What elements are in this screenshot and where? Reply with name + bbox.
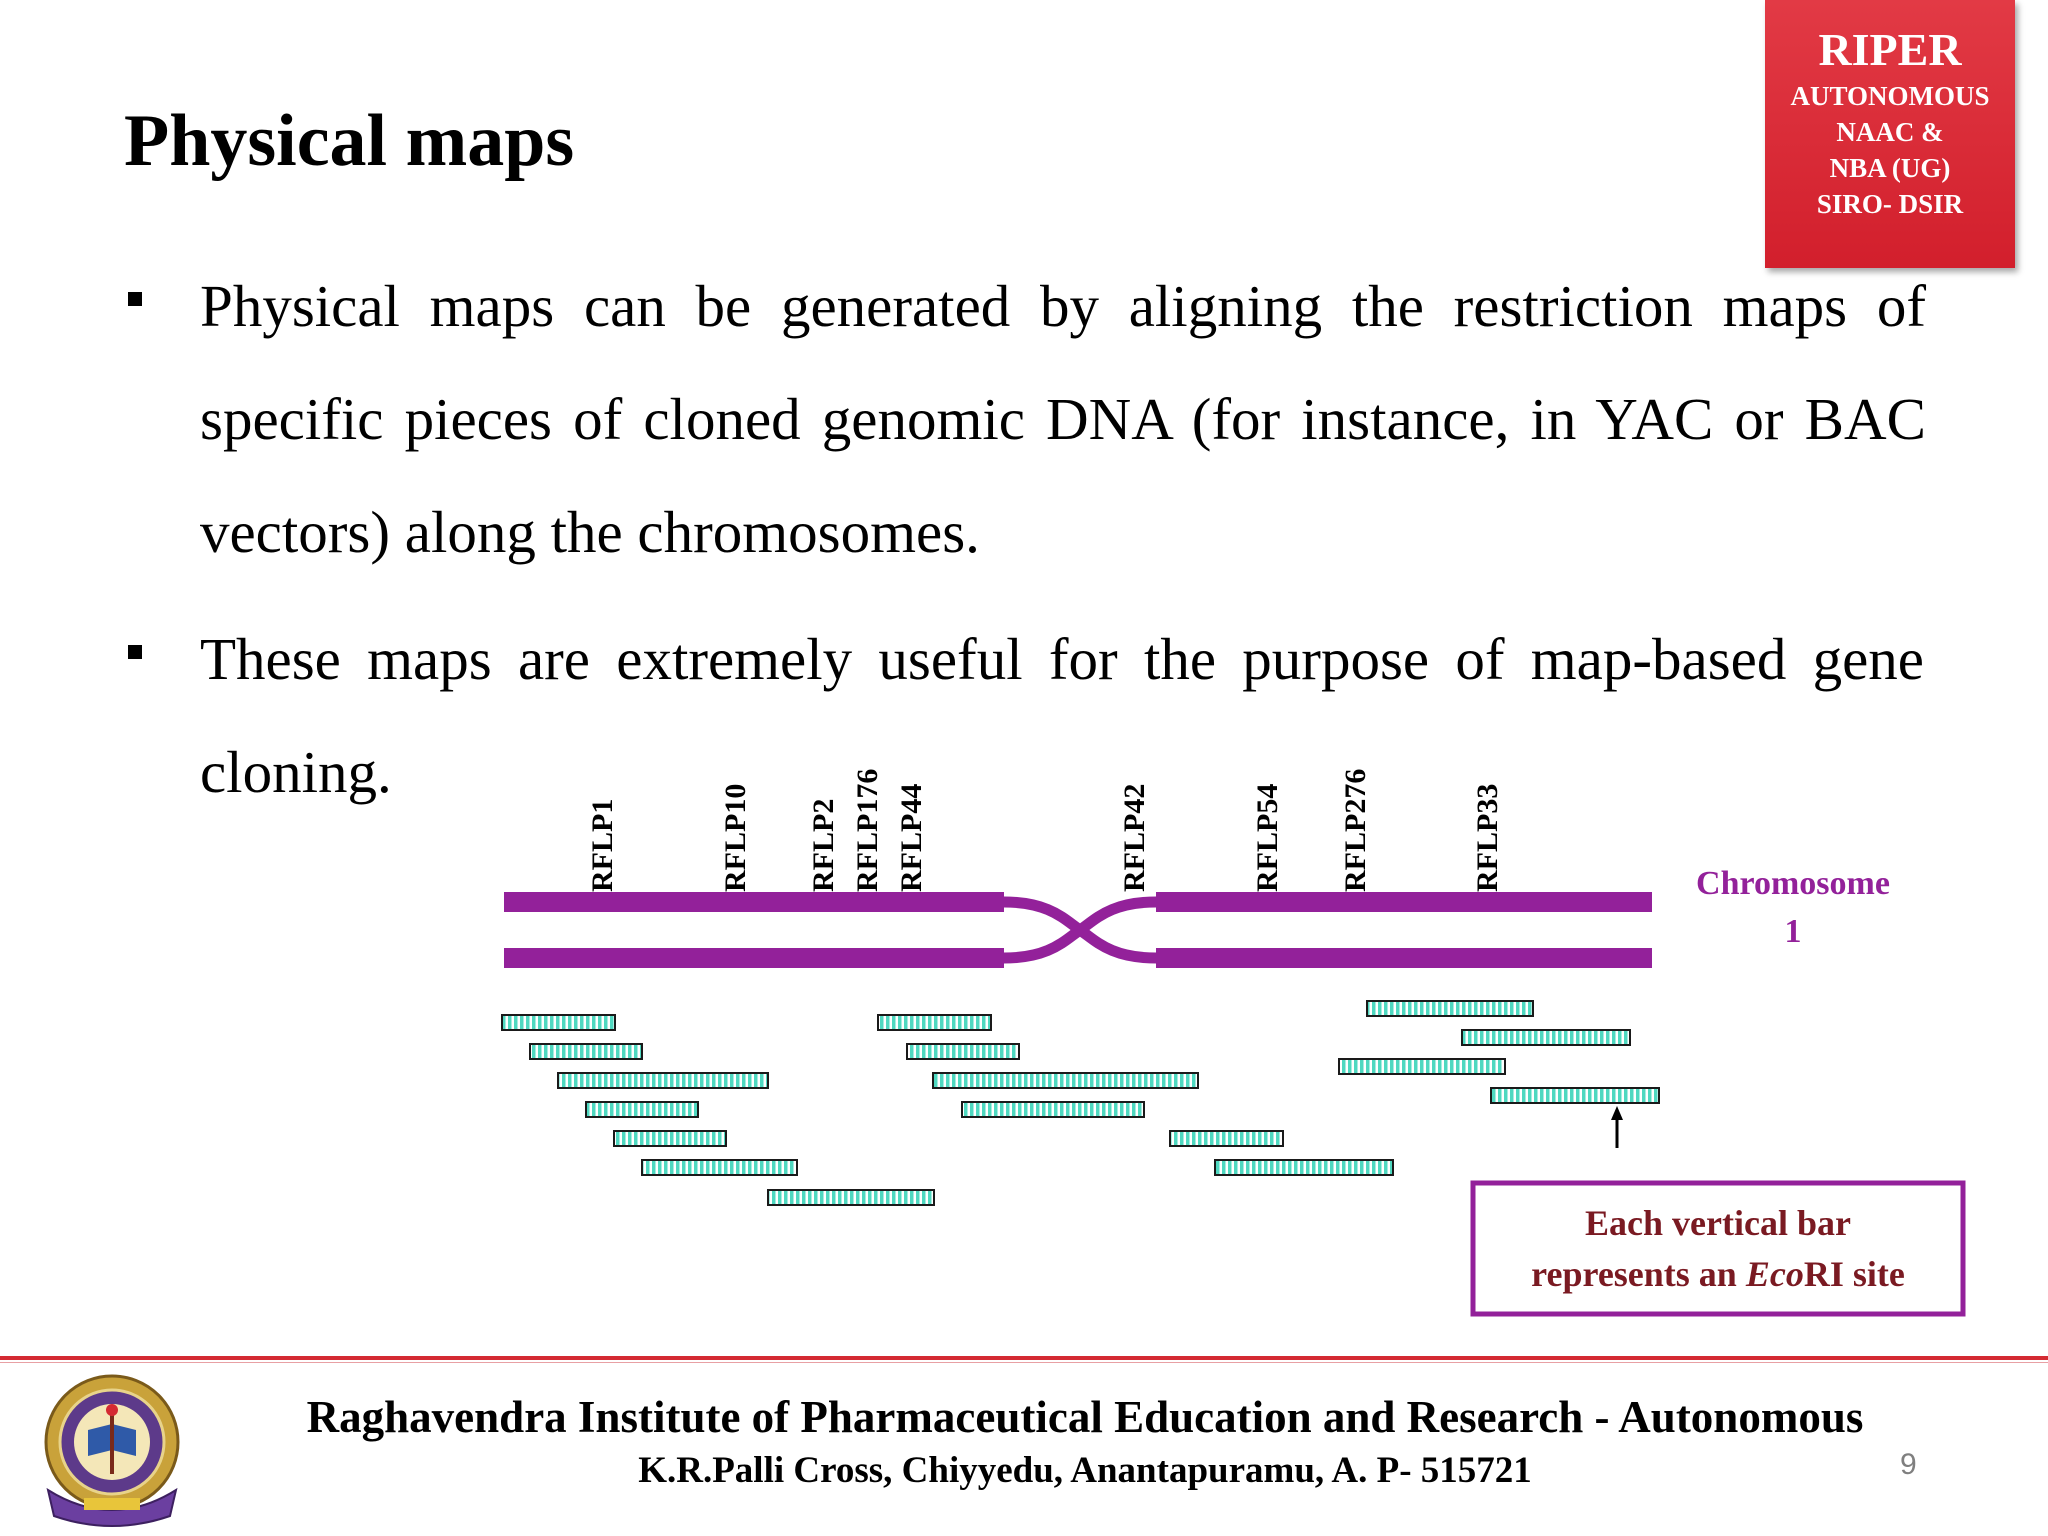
arrow-up-icon xyxy=(1611,1106,1623,1148)
clone-contig-right xyxy=(1338,1000,1660,1104)
legend-text-line-1: Each vertical bar xyxy=(1585,1203,1851,1243)
marker-label-rflp10: RFLP10 xyxy=(719,784,752,892)
marker-label-rflp1: RFLP1 xyxy=(586,799,619,892)
bullet-text: Physical maps can be generated by aligni… xyxy=(200,273,1926,565)
marker-label-rflp54: RFLP54 xyxy=(1251,784,1284,892)
clone-fragment xyxy=(961,1101,1145,1118)
chromosome-upper-right-arm xyxy=(1156,892,1652,912)
marker-label-rflp276: RFLP276 xyxy=(1339,769,1372,892)
legend-box: Each vertical bar represents an EcoRI si… xyxy=(1470,1180,1966,1317)
chromosome-number-label: 1 xyxy=(1785,913,1802,950)
institute-address: K.R.Palli Cross, Chiyyedu, Anantapuramu,… xyxy=(638,1450,1532,1491)
marker-label-rflp176: RFLP176 xyxy=(851,769,884,892)
clone-fragment xyxy=(1461,1029,1631,1046)
clone-fragment xyxy=(1366,1000,1534,1017)
bullet-item: These maps are extremely useful for the … xyxy=(124,603,1924,829)
bullet-square-icon xyxy=(128,645,142,659)
badge-line-naac: NAAC & xyxy=(1836,117,1944,147)
accreditation-badge: RIPER AUTONOMOUS NAAC & NBA (UG) SIRO- D… xyxy=(1765,0,2015,268)
clone-fragment xyxy=(585,1101,699,1118)
clone-fragment xyxy=(932,1072,1199,1089)
bullet-item: Physical maps can be generated by aligni… xyxy=(124,250,1926,589)
institute-name: Raghavendra Institute of Pharmaceutical … xyxy=(306,1392,1864,1442)
page-number: 9 xyxy=(1900,1448,1917,1481)
clone-fragment xyxy=(1490,1087,1660,1104)
clone-fragment xyxy=(1214,1159,1394,1176)
physical-map-figure: RFLP1 RFLP10 RFLP2 RFLP176 RFLP44 RFLP42… xyxy=(490,720,1990,1335)
clone-fragment xyxy=(501,1014,616,1031)
marker-label-rflp2: RFLP2 xyxy=(807,799,840,892)
clone-fragment xyxy=(641,1159,798,1176)
institute-logo xyxy=(40,1370,190,1535)
physical-map-svg: RFLP1 RFLP10 RFLP2 RFLP176 RFLP44 RFLP42… xyxy=(501,769,1966,1317)
legend-text-line-2: represents an EcoRI site xyxy=(1531,1254,1905,1294)
bullet-text: These maps are extremely useful for the … xyxy=(200,626,1924,805)
marker-label-rflp42: RFLP42 xyxy=(1118,784,1151,892)
bullet-list: Physical maps can be generated by aligni… xyxy=(124,250,1926,829)
clone-fragment xyxy=(767,1189,935,1206)
marker-label-rflp44: RFLP44 xyxy=(895,784,928,892)
clone-fragment xyxy=(613,1130,727,1147)
chromosome-upper-left-arm xyxy=(504,892,1004,912)
clone-fragment xyxy=(877,1014,992,1031)
bullet-square-icon xyxy=(128,292,142,306)
clone-contig-left xyxy=(501,1014,935,1206)
clone-fragment xyxy=(906,1043,1020,1060)
clone-fragment xyxy=(1169,1130,1284,1147)
footer-divider xyxy=(0,1356,2048,1360)
badge-line-siro: SIRO- DSIR xyxy=(1816,189,1964,219)
clone-fragment xyxy=(1338,1058,1506,1075)
slide-title: Physical maps xyxy=(124,100,575,182)
badge-line-nba: NBA (UG) xyxy=(1829,153,1951,183)
chromosome-label: Chromosome xyxy=(1696,865,1890,902)
clone-contig-middle xyxy=(877,1014,1394,1176)
chromosome-lower-left-arm xyxy=(504,948,1004,968)
footer-divider-shadow xyxy=(0,1362,2048,1363)
marker-label-rflp33: RFLP33 xyxy=(1471,784,1504,892)
chromosome-lower-right-arm xyxy=(1156,948,1652,968)
badge-title: RIPER xyxy=(1818,24,1962,75)
clone-fragment xyxy=(557,1072,769,1089)
badge-line-autonomous: AUTONOMOUS xyxy=(1790,81,1990,111)
chromosome-diagram xyxy=(504,892,1652,968)
clone-fragment xyxy=(529,1043,643,1060)
centromere xyxy=(1003,896,1157,964)
